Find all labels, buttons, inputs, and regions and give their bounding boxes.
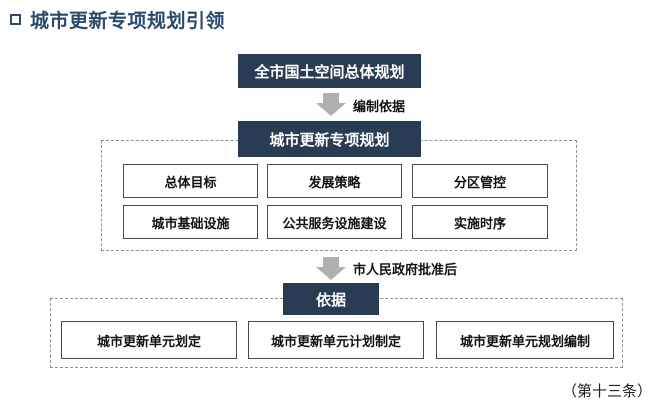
grid-item-infrastructure: 城市基础设施 bbox=[123, 205, 258, 239]
down-arrow-icon bbox=[316, 257, 346, 281]
page-title-text: 城市更新专项规划引领 bbox=[30, 9, 226, 32]
unit-plan-formulation-box: 城市更新单元计划制定 bbox=[248, 321, 424, 359]
grid-item-public-services: 公共服务设施建设 bbox=[267, 205, 402, 239]
basis-box: 依据 bbox=[283, 283, 379, 315]
grid-item-overall-goals: 总体目标 bbox=[123, 164, 258, 198]
special-plan-box: 城市更新专项规划 bbox=[238, 121, 421, 157]
master-plan-box: 全市国土空间总体规划 bbox=[238, 54, 421, 88]
approval-label: 市人民政府批准后 bbox=[353, 263, 458, 278]
square-bullet-icon bbox=[10, 14, 21, 25]
grid-item-zoning-control: 分区管控 bbox=[412, 164, 548, 198]
down-arrow-icon bbox=[316, 93, 346, 117]
article-reference: （第十三条） bbox=[561, 382, 652, 400]
unit-delineation-box: 城市更新单元划定 bbox=[61, 321, 237, 359]
grid-item-timeline: 实施时序 bbox=[412, 205, 548, 239]
unit-planning-compilation-box: 城市更新单元规划编制 bbox=[436, 321, 614, 359]
compile-basis-label: 编制依据 bbox=[353, 100, 406, 115]
page-title: 城市更新专项规划引领 bbox=[10, 6, 225, 32]
grid-item-development-strategy: 发展策略 bbox=[267, 164, 402, 198]
